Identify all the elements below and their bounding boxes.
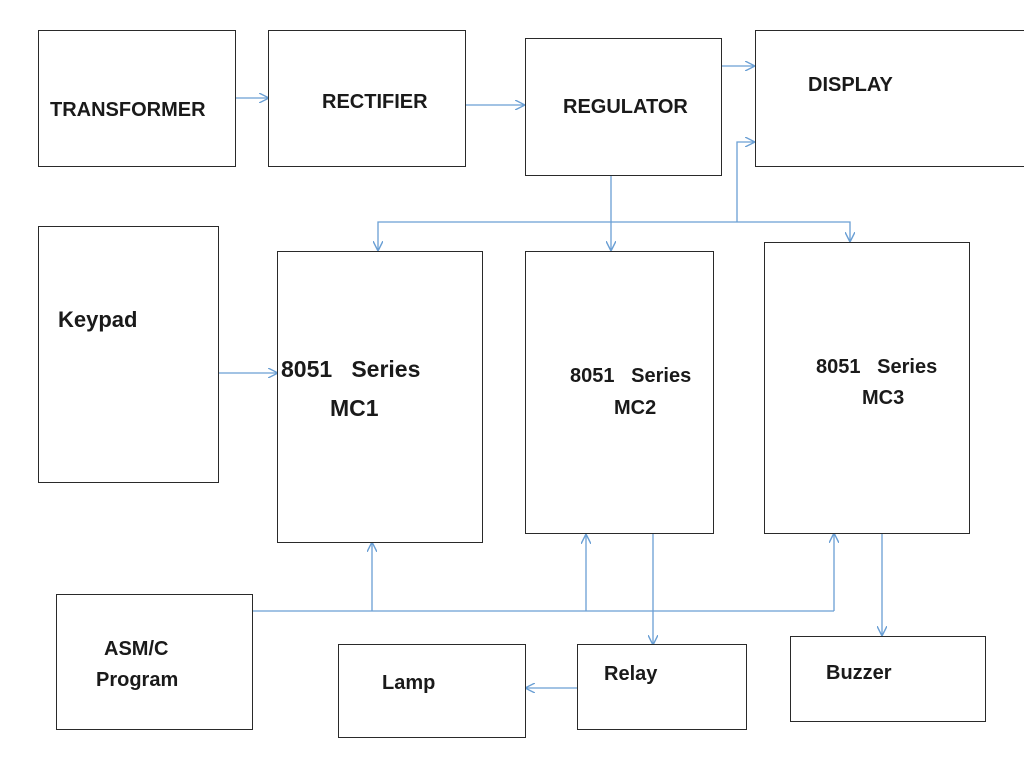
program-block	[56, 594, 253, 730]
buzzer-block	[790, 636, 986, 722]
mc2-series-label: 8051 Series	[570, 365, 692, 387]
rectifier-block	[268, 30, 466, 167]
relay-block	[577, 644, 747, 730]
mc1-series-label: 8051 Series	[281, 356, 421, 382]
rectifier-label: RECTIFIER	[322, 91, 428, 113]
keypad-block	[38, 226, 219, 483]
mc1-id-label: MC1	[330, 395, 379, 421]
lamp-label: Lamp	[382, 672, 436, 694]
regulator-to-mc1-arrow	[378, 221, 611, 250]
mc3-id-label: MC3	[862, 387, 905, 409]
regulator-to-mc3-arrow	[611, 221, 850, 241]
buzzer-label: Buzzer	[826, 662, 892, 684]
mc2-block	[525, 251, 714, 534]
regulator-label: REGULATOR	[563, 96, 688, 118]
transformer-label: TRANSFORMER	[50, 99, 206, 121]
mc3-block	[764, 242, 970, 534]
display-label: DISPLAY	[808, 74, 893, 96]
program-label-line2: Program	[96, 669, 179, 691]
display-block	[755, 30, 1024, 167]
program-label-line1: ASM/C	[104, 638, 169, 660]
bus-to-display-arrow	[736, 142, 754, 222]
mc1-block	[277, 251, 483, 543]
mc2-id-label: MC2	[614, 397, 657, 419]
lamp-block	[338, 644, 526, 738]
mc3-series-label: 8051 Series	[816, 356, 938, 378]
relay-label: Relay	[604, 663, 658, 685]
transformer-block	[38, 30, 236, 167]
keypad-label: Keypad	[58, 307, 138, 332]
regulator-block	[525, 38, 722, 176]
